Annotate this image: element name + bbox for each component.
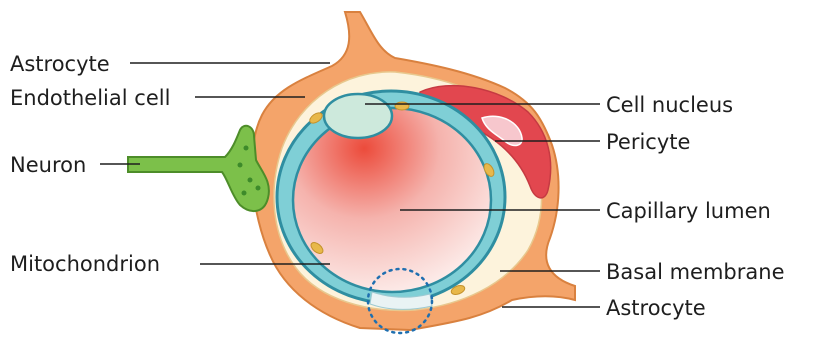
label-cell-nucleus: Cell nucleus <box>606 93 733 117</box>
label-mitochondrion: Mitochondrion <box>10 252 160 276</box>
label-neuron: Neuron <box>10 153 86 177</box>
label-astrocyte-top: Astrocyte <box>10 52 110 76</box>
label-basal-membrane: Basal membrane <box>606 260 785 284</box>
label-pericyte: Pericyte <box>606 130 690 154</box>
cell-nucleus <box>324 94 392 138</box>
label-capillary-lumen: Capillary lumen <box>606 199 771 223</box>
neuron <box>128 126 269 211</box>
label-astrocyte-bottom: Astrocyte <box>606 296 706 320</box>
label-endothelial-cell: Endothelial cell <box>10 86 170 110</box>
